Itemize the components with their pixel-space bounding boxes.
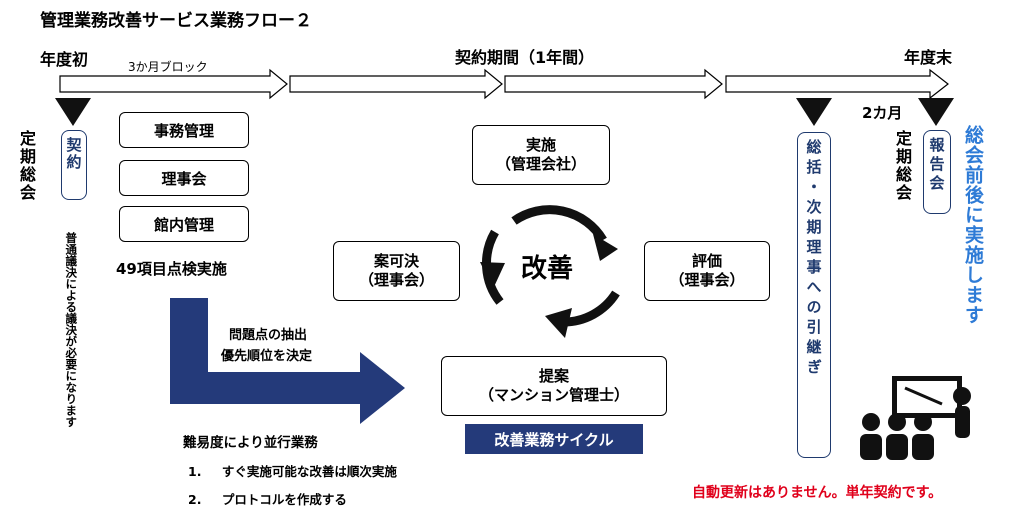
timeline-block-arrow-4 [725, 68, 949, 100]
block-label: 3か月ブロック [128, 60, 208, 74]
handover-box: 総括・次期理事への引継ぎ [797, 132, 831, 458]
task-box-admin: 事務管理 [119, 112, 249, 148]
difficulty-item-2-num: 2. [188, 492, 202, 507]
report-label: 報告会 [927, 137, 946, 194]
inspection-label: 49項目点検実施 [116, 260, 227, 278]
evaluate-box: 評価 （理事会） [644, 241, 770, 301]
report-triangle [918, 98, 954, 126]
cycle-arrowhead-top [593, 234, 618, 261]
timeline-start-label: 年度初 [40, 50, 89, 69]
arrow-text-line1: 問題点の抽出 [229, 328, 308, 343]
timeline-end-label: 年度末 [904, 48, 953, 67]
annual-meeting-left: 定期総会 [17, 130, 36, 202]
implement-sub: （管理会社） [495, 155, 586, 173]
propose-sub: （マンション管理士） [478, 386, 629, 404]
decide-title: 案可決 [373, 252, 419, 271]
timeline-block-arrow-1 [59, 68, 288, 100]
cycle-center-label: 改善 [521, 254, 574, 284]
cycle-arc-top [511, 205, 607, 243]
difficulty-item-2: 2. プロトコルを作成する [188, 489, 347, 508]
task-box-board: 理事会 [119, 160, 249, 196]
task-label-board: 理事会 [161, 169, 207, 188]
task-label-admin: 事務管理 [153, 121, 214, 140]
presentation-icon [860, 376, 971, 460]
two-months-label: 2カ月 [862, 104, 903, 122]
implement-title: 実施 [525, 136, 556, 155]
timeline-block-arrow-2 [289, 68, 503, 100]
auto-renewal-notice: 自動更新はありません。単年契約です。 [692, 485, 943, 501]
annual-meeting-right: 定期総会 [893, 130, 912, 202]
propose-box: 提案 （マンション管理士） [441, 356, 667, 416]
task-box-building: 館内管理 [119, 206, 249, 242]
decide-sub: （理事会） [358, 271, 434, 289]
implement-box: 実施 （管理会社） [472, 125, 610, 185]
difficulty-item-2-text: プロトコルを作成する [221, 492, 347, 507]
page-title: 管理業務改善サービス業務フロー２ [40, 11, 312, 31]
cycle-arc-right [562, 290, 620, 327]
arrow-text-line2: 優先順位を決定 [221, 349, 313, 364]
contract-label: 契約 [64, 137, 83, 171]
cycle-arrowhead-right [545, 308, 572, 338]
resolution-note: 普通議決による議決が必要になります [64, 232, 79, 428]
decide-box: 案可決 （理事会） [333, 241, 460, 301]
propose-title: 提案 [538, 367, 569, 386]
contract-period-label: 契約期間（1年間） [455, 48, 595, 67]
start-triangle [55, 98, 91, 126]
big-navy-arrow [170, 298, 405, 424]
handover-triangle [796, 98, 832, 126]
cycle-caption-banner: 改善業務サイクル [465, 424, 643, 454]
cycle-arrowhead-left [480, 262, 505, 289]
timeline-block-arrow-3 [504, 68, 723, 100]
handover-label: 総括・次期理事への引継ぎ [804, 139, 823, 379]
evaluate-sub: （理事会） [669, 271, 745, 289]
difficulty-item-1-text: すぐ実施可能な改善は順次実施 [221, 464, 397, 479]
difficulty-item-1-num: 1. [188, 464, 202, 479]
report-box: 報告会 [923, 130, 951, 214]
difficulty-item-1: 1. すぐ実施可能な改善は順次実施 [188, 461, 397, 480]
task-label-building: 館内管理 [153, 215, 214, 234]
difficulty-heading: 難易度により並行業務 [183, 435, 318, 451]
contract-box: 契約 [61, 130, 87, 200]
before-after-meeting-note: 総会前後に実施します [962, 125, 984, 325]
evaluate-title: 評価 [691, 252, 722, 271]
